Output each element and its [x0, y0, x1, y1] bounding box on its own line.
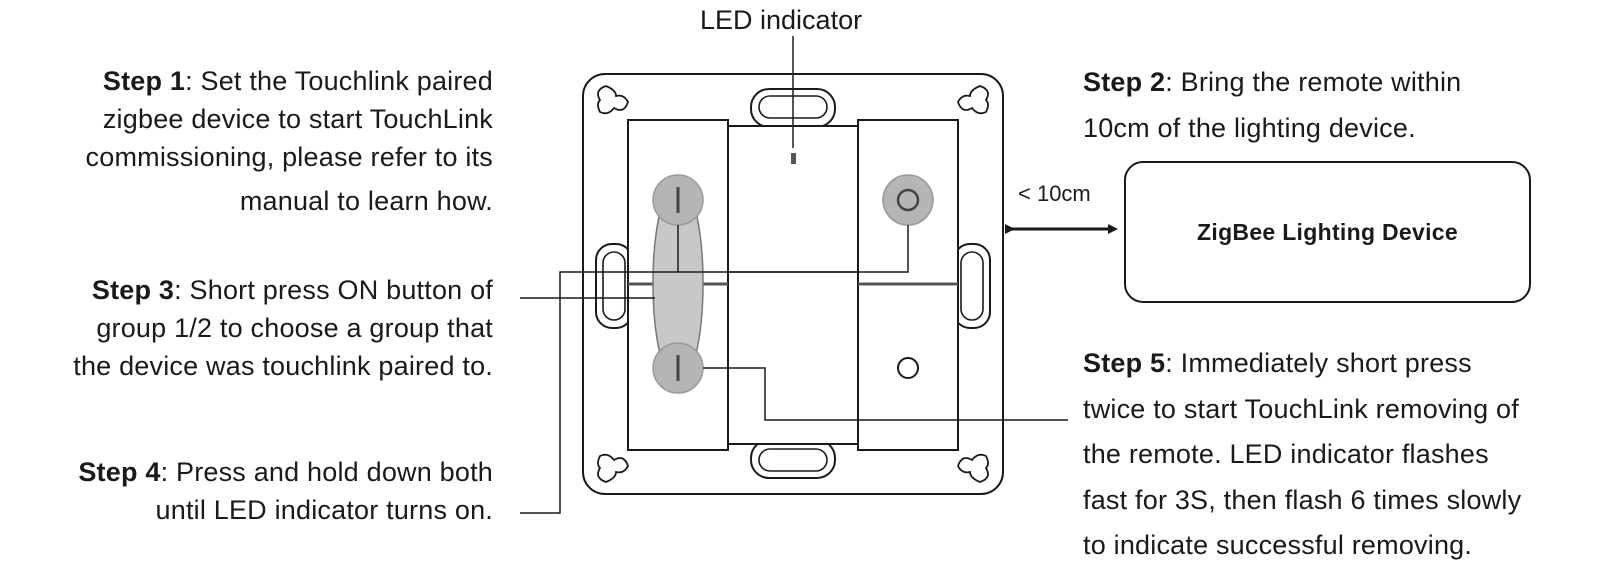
- step3-line-2: group 1/2 to choose a group that: [96, 313, 493, 343]
- slot-bottom-inner: [758, 448, 828, 472]
- step5-line-4: fast for 3S, then flash 6 times slowly: [1083, 484, 1522, 515]
- slot-right-inner: [960, 251, 984, 321]
- step2-text: Step 2: Bring the remote within 10cm of …: [1083, 59, 1583, 151]
- group2-off-icon[interactable]: [897, 357, 919, 379]
- step5-title: Step 5: [1083, 348, 1166, 378]
- led-indicator: [791, 153, 796, 164]
- corner-clip-bottom-right: [957, 453, 989, 483]
- step5-line-5: to indicate successful removing.: [1083, 530, 1473, 560]
- step4-line-2: until LED indicator turns on.: [155, 495, 493, 525]
- step5-line-2: twice to start TouchLink removing of: [1083, 393, 1519, 424]
- step2-line-1: : Bring the remote within: [1165, 67, 1462, 97]
- step2-line-2: 10cm of the lighting device.: [1083, 113, 1416, 143]
- step2-title: Step 2: [1083, 67, 1166, 97]
- step1-line-3: commissioning, please refer to its: [85, 142, 493, 172]
- step1-line-1: : Set the Touchlink paired: [185, 66, 493, 96]
- step5-text: Step 5: Immediately short press twice to…: [1083, 341, 1603, 569]
- zigbee-device-label: ZigBee Lighting Device: [1197, 218, 1458, 245]
- corner-clip-bottom-left: [597, 453, 629, 483]
- corner-clip-top-right: [957, 85, 989, 115]
- step4-line-1: : Press and hold down both: [160, 457, 493, 487]
- center-panel: [727, 125, 859, 445]
- slot-bottom-outer: [750, 439, 836, 479]
- step1-line-4: manual to learn how.: [239, 186, 493, 216]
- step1-text: Step 1: Set the Touchlink paired zigbee …: [0, 62, 493, 220]
- led-indicator-label: LED indicator: [700, 5, 863, 35]
- slot-left-inner: [602, 251, 626, 321]
- step4-text: Step 4: Press and hold down both until L…: [0, 453, 493, 529]
- step1-line-2: zigbee device to start TouchLink: [102, 104, 493, 134]
- step3-line-1: : Short press ON button of: [174, 275, 493, 305]
- step3-text: Step 3: Short press ON button of group 1…: [0, 271, 493, 385]
- step5-leader: [703, 367, 1068, 421]
- step4-title: Step 4: [78, 457, 161, 487]
- step4-leader: [520, 225, 909, 514]
- corner-clip-top-left: [597, 85, 629, 115]
- step5-line-1: : Immediately short press: [1165, 348, 1472, 378]
- group1-off-button-highlight[interactable]: [882, 174, 934, 226]
- group1-off-icon: [896, 188, 920, 212]
- step3-title: Step 3: [91, 275, 175, 305]
- slot-right-outer: [953, 243, 991, 329]
- slot-left-outer: [595, 243, 633, 329]
- step3-line-3: the device was touchlink paired to.: [73, 351, 493, 381]
- distance-label: < 10cm: [1018, 181, 1091, 206]
- step1-title: Step 1: [102, 66, 186, 96]
- step5-line-3: the remote. LED indicator flashes: [1083, 439, 1489, 469]
- zigbee-device-box: [1124, 161, 1531, 303]
